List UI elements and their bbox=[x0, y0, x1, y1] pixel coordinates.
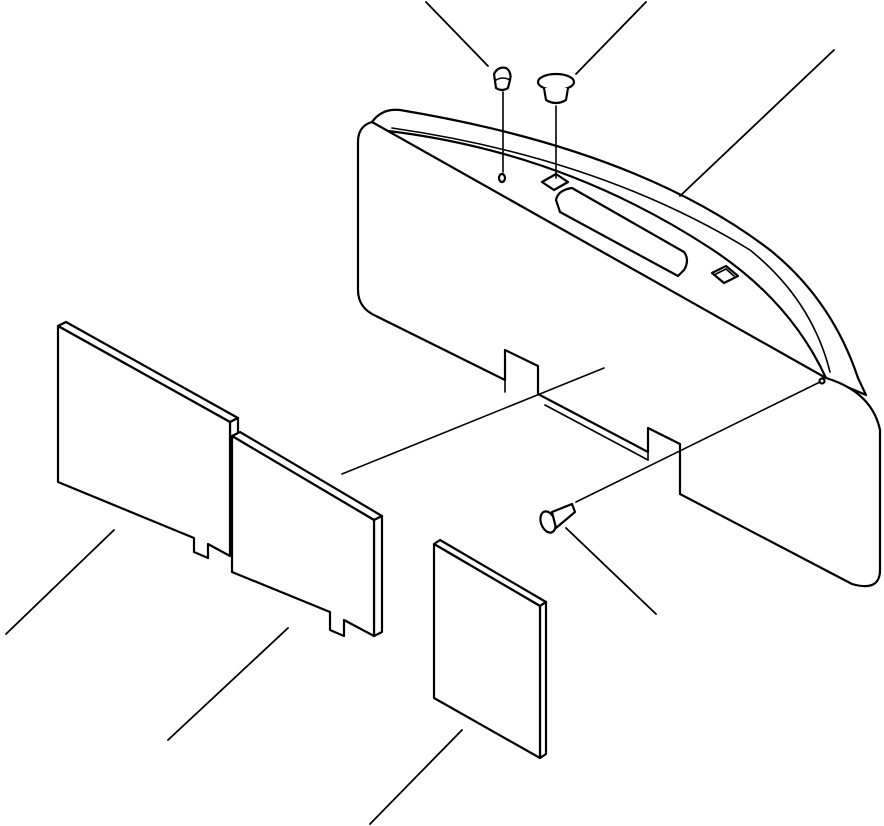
leader-pad-left bbox=[5, 529, 115, 635]
leader-side-clip bbox=[565, 527, 657, 615]
insulation-pad-small bbox=[432, 538, 548, 760]
leader-small-screw bbox=[425, 1, 489, 67]
side-clip bbox=[539, 381, 821, 534]
callout-leaders bbox=[5, 1, 835, 825]
push-clip bbox=[536, 72, 576, 179]
leader-cover-panel bbox=[679, 49, 835, 197]
assembly-line bbox=[341, 367, 605, 475]
leader-pad-middle bbox=[167, 627, 289, 741]
leader-push-clip bbox=[575, 1, 647, 75]
cover-panel bbox=[356, 108, 882, 588]
insulation-pad-middle bbox=[230, 430, 384, 638]
leader-pad-small bbox=[369, 729, 463, 825]
small-screw bbox=[492, 66, 512, 173]
insulation-pad-left bbox=[56, 320, 240, 560]
